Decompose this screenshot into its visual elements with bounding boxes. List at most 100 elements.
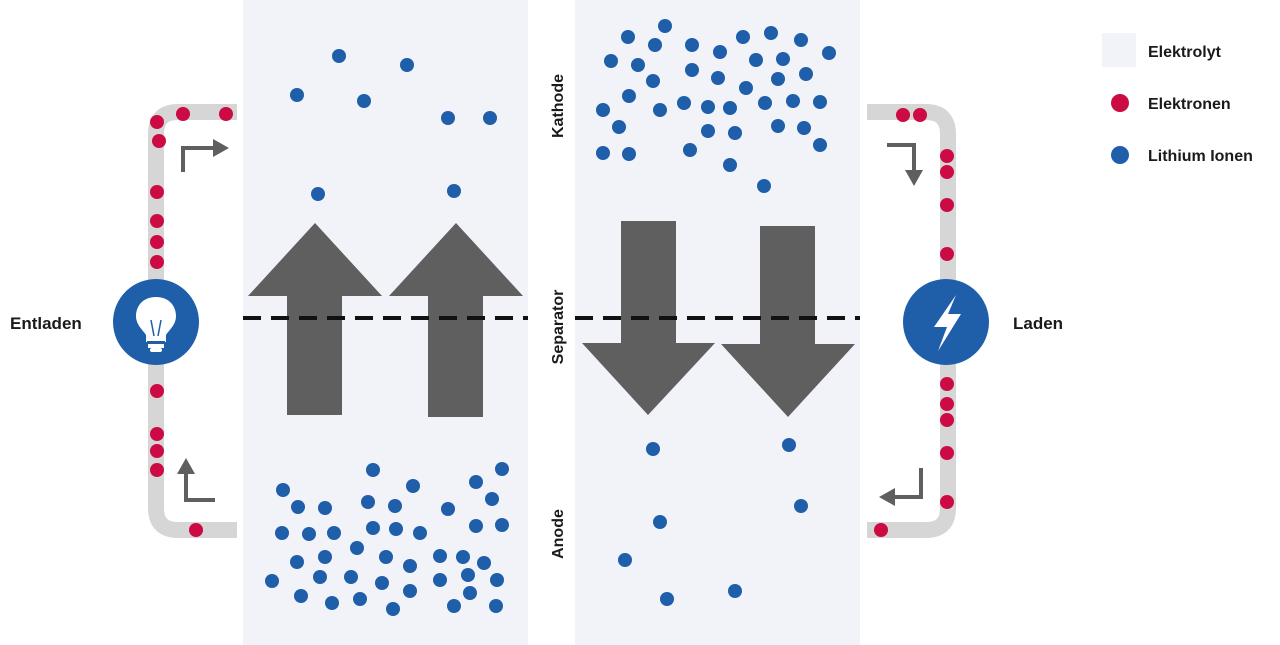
lithium-ion-dot xyxy=(685,38,699,52)
charge-flow-arrow-bottom xyxy=(879,468,923,506)
lithium-ion-dot xyxy=(771,72,785,86)
legend-swatch-lithium-ion xyxy=(1111,146,1129,164)
electron-dot xyxy=(874,523,888,537)
lithium-ion-dot xyxy=(646,442,660,456)
lithium-ion-dot xyxy=(764,26,778,40)
lithium-ion-dot xyxy=(433,549,447,563)
electron-dot xyxy=(150,255,164,269)
lithium-ion-dot xyxy=(660,592,674,606)
lithium-ion-dot xyxy=(813,95,827,109)
lithium-ion-dot xyxy=(771,119,785,133)
lithium-ion-dot xyxy=(327,526,341,540)
electron-dot xyxy=(940,495,954,509)
electron-dot xyxy=(940,247,954,261)
discharge-flow-arrow-top xyxy=(181,139,229,172)
lithium-ion-dot xyxy=(758,96,772,110)
lithium-ion-dot xyxy=(701,100,715,114)
lithium-ion-dot xyxy=(366,463,380,477)
charge-ion-arrow-down-2 xyxy=(721,226,855,417)
lithium-ion-dot xyxy=(782,438,796,452)
electron-dot xyxy=(150,384,164,398)
electron-dot xyxy=(940,413,954,427)
legend-label-electron: Elektronen xyxy=(1148,96,1231,113)
discharge-flow-arrow-bottom xyxy=(177,458,215,502)
lithium-ion-dot xyxy=(403,584,417,598)
lithium-ion-dot xyxy=(794,499,808,513)
legend-swatch-electron xyxy=(1111,94,1129,112)
lithium-ion-dot xyxy=(318,550,332,564)
lithium-ion-dot xyxy=(447,184,461,198)
lithium-ion-dot xyxy=(294,589,308,603)
lithium-ion-dot xyxy=(736,30,750,44)
electron-dot xyxy=(150,185,164,199)
electron-dot xyxy=(150,115,164,129)
lithium-ion-dot xyxy=(325,596,339,610)
lithium-ion-dot xyxy=(596,103,610,117)
lithium-ion-dot xyxy=(728,126,742,140)
electron-group xyxy=(150,107,954,537)
lithium-ion-dot xyxy=(361,495,375,509)
electron-dot xyxy=(896,108,910,122)
electron-dot xyxy=(940,397,954,411)
lithium-ion-dot xyxy=(483,111,497,125)
lithium-ion-dot xyxy=(350,541,364,555)
lithium-ion-dot xyxy=(799,67,813,81)
lithium-ion-dot xyxy=(413,526,427,540)
lithium-ion-dot xyxy=(357,94,371,108)
lithium-ion-dot xyxy=(485,492,499,506)
lithium-ion-dot xyxy=(797,121,811,135)
legend-label-lithium-ion: Lithium Ionen xyxy=(1148,148,1253,165)
electron-dot xyxy=(940,165,954,179)
lithium-ion-dot xyxy=(786,94,800,108)
lithium-ion-dot xyxy=(776,52,790,66)
electrolyte-panel-left xyxy=(243,0,528,645)
lithium-ion-dot xyxy=(495,462,509,476)
electron-dot xyxy=(150,463,164,477)
kathode-label: Kathode xyxy=(550,74,567,138)
separator-label: Separator xyxy=(550,290,567,365)
lithium-ion-group xyxy=(265,19,836,616)
lithium-ion-dot xyxy=(596,146,610,160)
lithium-ion-dot xyxy=(469,475,483,489)
lithium-ion-dot xyxy=(653,103,667,117)
electron-dot xyxy=(150,427,164,441)
lithium-ion-dot xyxy=(463,586,477,600)
lithium-ion-dot xyxy=(701,124,715,138)
lithium-ion-dot xyxy=(711,71,725,85)
lithium-ion-dot xyxy=(447,599,461,613)
lithium-ion-dot xyxy=(386,602,400,616)
lithium-ion-dot xyxy=(400,58,414,72)
electron-dot xyxy=(940,198,954,212)
electron-dot xyxy=(913,108,927,122)
lithium-ion-dot xyxy=(728,584,742,598)
lithium-ion-dot xyxy=(290,88,304,102)
lithium-ion-dot xyxy=(406,479,420,493)
legend: Elektrolyt Elektronen Lithium Ionen xyxy=(1102,33,1253,165)
lithium-ion-dot xyxy=(276,483,290,497)
electron-dot xyxy=(150,444,164,458)
electron-dot xyxy=(189,523,203,537)
lithium-ion-dot xyxy=(389,522,403,536)
legend-label-electrolyte: Elektrolyt xyxy=(1148,44,1222,61)
lithium-ion-dot xyxy=(757,179,771,193)
lithium-ion-dot xyxy=(713,45,727,59)
lithium-ion-dot xyxy=(456,550,470,564)
lithium-ion-dot xyxy=(685,63,699,77)
light-bulb-icon xyxy=(113,279,199,365)
lithium-ion-dot xyxy=(739,81,753,95)
lithium-ion-dot xyxy=(749,53,763,67)
lithium-ion-dot xyxy=(653,515,667,529)
lithium-ion-dot xyxy=(477,556,491,570)
lithium-ion-dot xyxy=(366,521,380,535)
legend-swatch-electrolyte xyxy=(1102,33,1136,67)
lithium-ion-dot xyxy=(344,570,358,584)
lithium-ion-dot xyxy=(388,499,402,513)
lithium-ion-dot xyxy=(489,599,503,613)
charge-flow-arrow-top xyxy=(887,143,923,186)
electron-dot xyxy=(940,377,954,391)
lithium-ion-dot xyxy=(379,550,393,564)
entladen-label: Entladen xyxy=(10,314,82,333)
lithium-ion-dot xyxy=(469,519,483,533)
lithium-ion-dot xyxy=(604,54,618,68)
